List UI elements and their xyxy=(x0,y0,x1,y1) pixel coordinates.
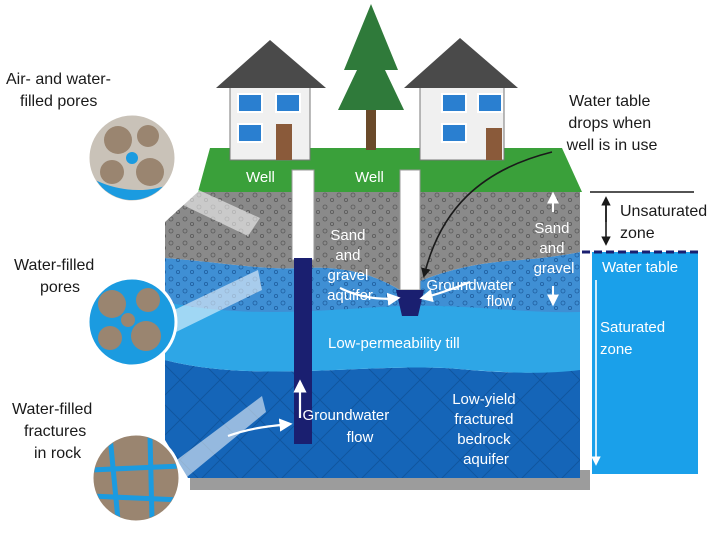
well-left-label: Well xyxy=(246,169,275,186)
sand-gravel-aquifer-label: Sand and gravel aquifer xyxy=(327,227,373,304)
water-filled-pores-label: Water-filled pores xyxy=(14,257,99,296)
till-layer xyxy=(165,300,580,373)
groundwater-flow-top-label: Groundwater flow xyxy=(427,277,518,310)
house-right xyxy=(404,38,518,161)
bedrock-aquifer-label: Low-yield fractured bedrock aquifer xyxy=(452,391,520,468)
house-left xyxy=(216,40,326,161)
callout-wedge-1 xyxy=(164,176,260,236)
well-right-label: Well xyxy=(355,169,384,186)
sand-and-gravel-label: Sand and gravel xyxy=(534,220,575,277)
saturated-zone-box xyxy=(592,252,698,474)
saturated-zone-label: Saturated zone xyxy=(600,319,669,358)
water-table-drops-label: Water table drops when well is in use xyxy=(566,93,658,154)
air-water-pores-label: Air- and water- filled pores xyxy=(6,71,115,110)
flow-arrow-top-left xyxy=(339,287,401,306)
water-filled-fractures-circle xyxy=(90,432,182,524)
flow-arrow-top-right xyxy=(419,280,471,303)
callout-wedge-2 xyxy=(170,270,262,334)
callout-wedge-3 xyxy=(174,396,266,486)
unsaturated-zone-label: Unsaturated zone xyxy=(620,203,712,242)
tree xyxy=(338,4,404,150)
low-permeability-till-label: Low-permeability till xyxy=(328,335,460,352)
groundwater-flow-bottom-label: Groundwater flow xyxy=(303,407,394,446)
well-left xyxy=(291,169,315,444)
air-water-pores-circle xyxy=(86,112,178,204)
aquifer-layer xyxy=(165,252,580,313)
water-table-label: Water table xyxy=(602,259,678,276)
water-filled-fractures-label: Water-filled fractures in rock xyxy=(12,401,97,462)
bedrock-layer xyxy=(165,360,580,478)
water-table-drop-pointer xyxy=(421,151,553,278)
unsaturated-gravel-layer xyxy=(165,190,580,290)
well-right xyxy=(396,169,424,316)
water-filled-pores-circle xyxy=(86,276,178,368)
